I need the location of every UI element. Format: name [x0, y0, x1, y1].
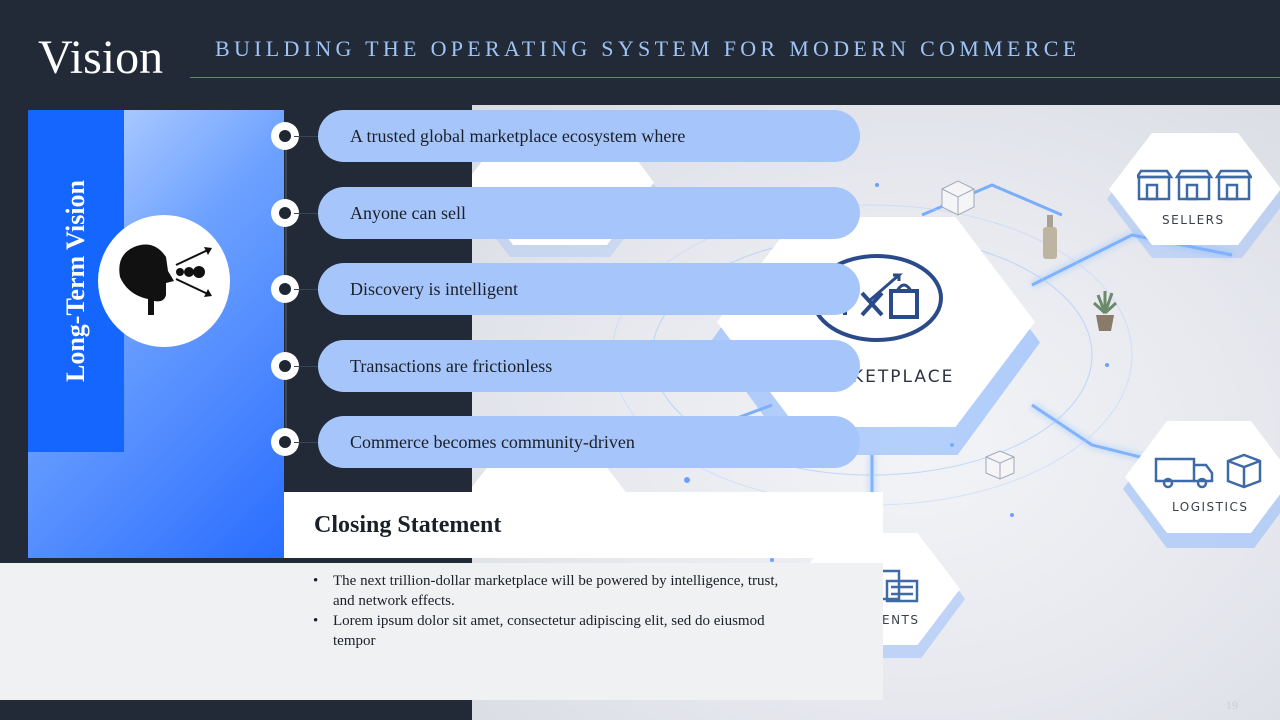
- vision-item: Anyone can sell: [318, 187, 860, 239]
- marketplace-label: KETPLACE: [852, 367, 955, 387]
- slide-title: Vision: [38, 31, 164, 84]
- vision-item: A trusted global marketplace ecosystem w…: [318, 110, 860, 162]
- sellers-label: SELLERS: [1162, 213, 1225, 227]
- truck-icon: [1154, 453, 1262, 489]
- vision-item: Transactions are frictionless: [318, 340, 860, 392]
- payments-icon: [877, 569, 919, 603]
- plant-icon: [1092, 291, 1118, 331]
- timeline-connector: [294, 136, 326, 137]
- timeline-connector: [294, 289, 326, 290]
- head-vision-icon: [119, 244, 212, 315]
- timeline-connector: [294, 442, 326, 443]
- vision-badge: [98, 215, 230, 347]
- page-number: 19: [1226, 698, 1238, 712]
- marketplace-center-node: [717, 217, 1035, 427]
- vision-item: Discovery is intelligent: [318, 263, 860, 315]
- closing-bullet: The next trillion-dollar marketplace wil…: [313, 571, 793, 611]
- timeline-connector: [294, 213, 326, 214]
- logistics-label: LOGISTICS: [1172, 500, 1249, 514]
- box-icon: [941, 180, 975, 216]
- timeline-connector: [294, 366, 326, 367]
- side-panel-label-text: Long-Term Vision: [61, 179, 90, 383]
- closing-bullets: The next trillion-dollar marketplace wil…: [313, 571, 883, 651]
- closing-body: The next trillion-dollar marketplace wil…: [0, 563, 883, 700]
- closing-bullet: Lorem ipsum dolor sit amet, consectetur …: [313, 611, 793, 651]
- box-icon-2: [985, 450, 1015, 480]
- closing-heading-box: Closing Statement: [284, 492, 883, 558]
- payments-label: ENTS: [882, 613, 920, 627]
- closing-heading: Closing Statement: [314, 511, 502, 538]
- storefront-icon: [1137, 169, 1252, 201]
- vision-item: Commerce becomes community-driven: [318, 416, 860, 468]
- slide-subtitle: BUILDING THE OPERATING SYSTEM FOR MODERN…: [215, 36, 1081, 61]
- header-divider: [190, 77, 1280, 78]
- bottle-icon: [1043, 215, 1057, 259]
